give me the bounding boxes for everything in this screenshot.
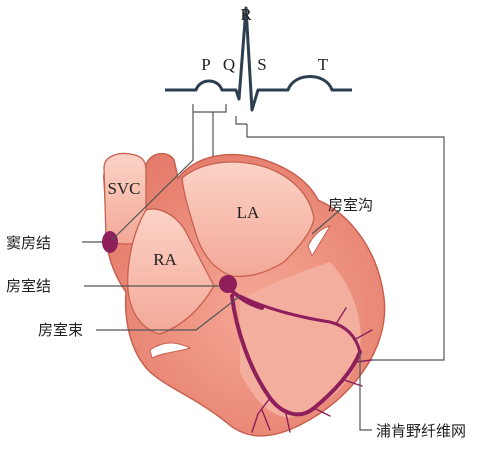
ecg-label-s: S [257, 55, 266, 74]
av-node [219, 275, 237, 293]
ecg-label-p: P [201, 55, 210, 74]
callout-purkinje: 浦肯野纤维网 [376, 422, 466, 440]
callout-av-groove: 房室沟 [328, 196, 373, 214]
callout-his-bundle: 房室束 [38, 321, 83, 339]
ecg-label-r: R [240, 5, 252, 24]
sa-node [102, 231, 118, 253]
callout-av-node: 房室结 [6, 277, 51, 295]
pr-bracket [193, 104, 226, 112]
qrs-bracket [236, 116, 247, 124]
callout-sa-node: 窦房结 [6, 234, 51, 252]
ecg-label-q: Q [223, 55, 235, 74]
ecg-label-t: T [318, 55, 329, 74]
label-svc: SVC [107, 179, 140, 198]
label-ra: RA [153, 250, 177, 269]
label-la: LA [237, 203, 260, 222]
